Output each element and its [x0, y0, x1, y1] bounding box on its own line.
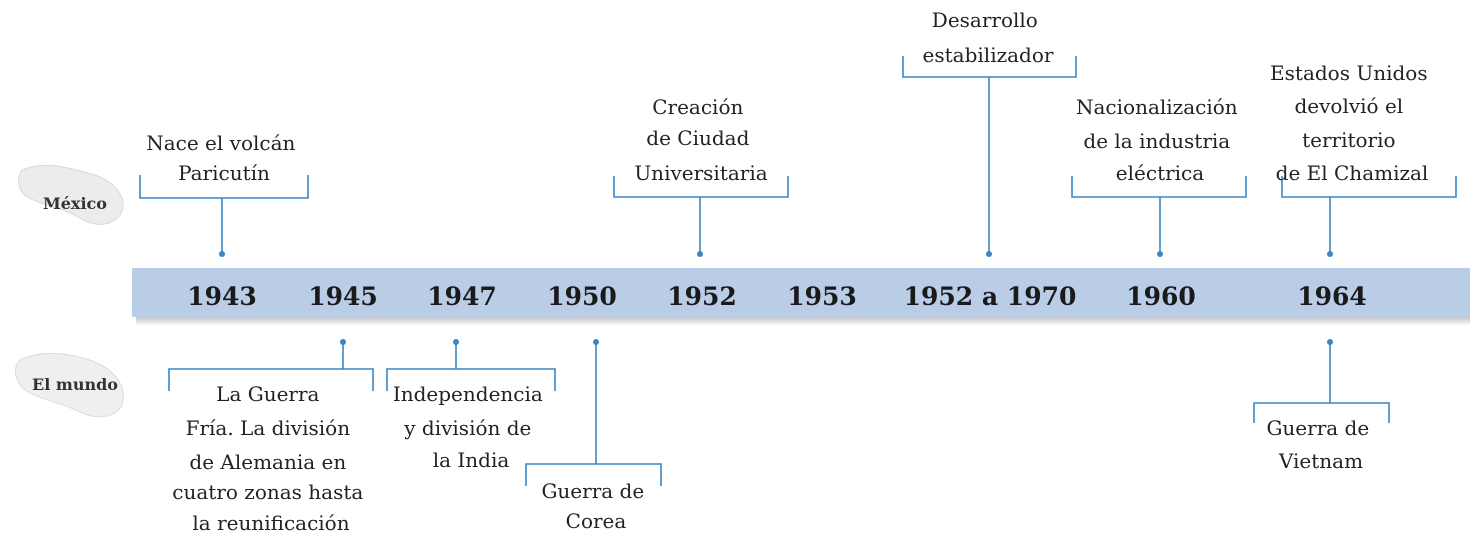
event-text-line: de El Chamizal — [1276, 161, 1429, 185]
timeline-band-shadow — [136, 316, 1470, 326]
mexico-event-nacionalizacion: Nacionalización de la industria eléctric… — [1071, 95, 1247, 257]
event-bracket — [613, 176, 789, 198]
year-label: 1953 — [787, 282, 857, 311]
event-text-line: Creación — [652, 95, 743, 119]
event-text-line: de la industria — [1083, 129, 1230, 153]
event-text-line: Nace el volcán — [146, 131, 295, 155]
svg-text:Estados Unidos devolvió: Estados Unidos devolvió el territorio de… — [1270, 61, 1434, 185]
event-text-line: de Alemania en — [189, 450, 346, 474]
event-text-line: la reunificación — [192, 511, 349, 535]
event-text-line: Nacionalización — [1076, 95, 1238, 119]
year-label: 1943 — [187, 282, 257, 311]
world-event-vietnam: Guerra de Vietnam — [1253, 339, 1390, 473]
world-event-corea: Guerra de Corea — [525, 339, 662, 533]
svg-text:Guerra de Corea: Guerra de Corea — [541, 479, 650, 533]
event-text-line: la India — [433, 448, 510, 472]
year-labels: 1943 1945 1947 1950 1952 1953 1952 a 197… — [187, 282, 1367, 311]
event-text-line: Corea — [566, 509, 627, 533]
event-text-line: eléctrica — [1116, 161, 1204, 185]
event-bracket — [1253, 402, 1390, 423]
mexico-event-paricutin: Nace el volcán Paricutín — [139, 131, 309, 257]
event-text-line: Paricutín — [178, 161, 270, 185]
event-text-line: La Guerra — [216, 382, 319, 406]
event-bracket — [525, 463, 662, 486]
event-text-line: Universitaria — [634, 161, 767, 185]
svg-text:Guerra de Vietnam: Guerra de Vietnam — [1266, 416, 1375, 473]
event-text-line: de Ciudad — [646, 126, 749, 150]
event-bracket — [139, 175, 309, 199]
event-dot — [219, 251, 225, 257]
svg-text:Nacionalización de la in: Nacionalización de la industria eléctric… — [1076, 95, 1244, 185]
event-dot — [697, 251, 703, 257]
world-event-india: Independencia y división de la India — [386, 339, 556, 472]
svg-text:Creación de Ciudad: Creación de Ciudad Universitaria — [634, 95, 767, 185]
year-label: 1952 — [667, 282, 737, 311]
event-text-line: Guerra de — [541, 479, 644, 503]
event-text-line: y división de — [403, 416, 531, 440]
event-dot — [1327, 251, 1333, 257]
row-label-world: El mundo — [32, 375, 118, 394]
mexico-event-desarrollo-estabilizador: Desarrollo estabilizador — [902, 8, 1077, 257]
year-label: 1952 a 1970 — [904, 282, 1077, 311]
event-text-line: estabilizador — [923, 43, 1054, 67]
event-bracket — [386, 368, 556, 391]
event-dot — [1157, 251, 1163, 257]
year-label: 1950 — [547, 282, 617, 311]
event-dot — [986, 251, 992, 257]
event-text-line: territorio — [1302, 128, 1395, 152]
event-bracket — [1281, 176, 1457, 198]
year-label: 1960 — [1126, 282, 1196, 311]
event-text-line: Guerra de — [1266, 416, 1369, 440]
svg-text:Desarrollo estabilizador: Desarrollo estabilizador — [923, 8, 1054, 67]
year-label: 1964 — [1297, 282, 1367, 311]
event-text-line: Fría. La división — [186, 416, 351, 440]
row-label-mexico: México — [43, 194, 107, 213]
event-text-line: Desarrollo — [932, 8, 1038, 32]
world-event-guerra-fria: La Guerra Fría. La división de Alemania … — [168, 339, 374, 535]
event-text-line: Estados Unidos — [1270, 61, 1428, 85]
year-label: 1945 — [308, 282, 378, 311]
mexico-event-ciudad-universitaria: Creación de Ciudad Universitaria — [613, 95, 789, 257]
event-text-line: Vietnam — [1278, 449, 1363, 473]
year-label: 1947 — [427, 282, 497, 311]
timeline-band — [132, 268, 1470, 317]
event-bracket — [1071, 176, 1247, 198]
mexico-event-chamizal: Estados Unidos devolvió el territorio de… — [1270, 61, 1457, 257]
event-text-line: cuatro zonas hasta — [172, 480, 363, 504]
event-text-line: devolvió el — [1294, 94, 1403, 118]
svg-text:La Guerra Fría. La divis: La Guerra Fría. La división de Alemania … — [172, 382, 369, 535]
event-bracket — [168, 368, 374, 391]
svg-text:Independencia y división: Independencia y división de la India — [393, 382, 549, 472]
event-text-line: Independencia — [393, 382, 543, 406]
world-map-silhouette — [14, 352, 124, 418]
svg-text:Nace el volcán Paricutín: Nace el volcán Paricutín — [146, 131, 302, 185]
mexico-map-silhouette — [18, 164, 124, 225]
